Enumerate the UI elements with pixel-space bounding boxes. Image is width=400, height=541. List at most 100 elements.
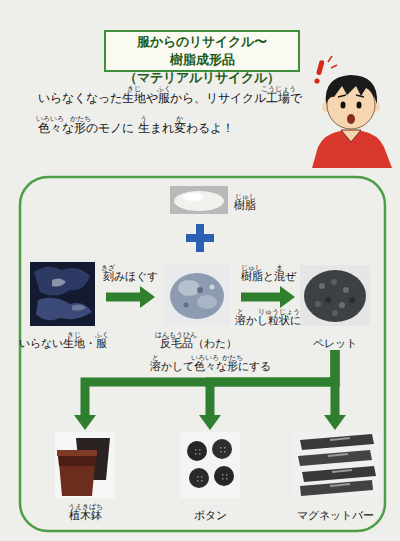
pellet-photo: [300, 265, 370, 326]
button: [187, 441, 207, 461]
arrow-head: [140, 286, 155, 308]
pot-front: [58, 452, 96, 496]
fiber-tuft: [197, 295, 217, 309]
magnet-bar: [300, 480, 373, 496]
fiber-speck: [184, 303, 189, 308]
photo-node: ペレット: [295, 263, 375, 350]
photo-bg: [165, 265, 230, 326]
furigana: うえきばち: [68, 504, 103, 511]
node-label: ペレット: [265, 337, 400, 350]
furigana: と: [237, 309, 244, 316]
fiber-photo: [165, 265, 230, 326]
photo-bg: [170, 186, 228, 214]
cloth-fold: [34, 266, 90, 295]
arrow-shaft: [85, 350, 335, 416]
title-box: 服からのリサイクル〜樹脂成形品 （マテリアルリサイクル）: [104, 30, 300, 72]
boy-shirt: [312, 131, 392, 168]
magnet-stripe: [328, 438, 352, 486]
boy-neck: [341, 130, 361, 142]
photo-bg: [292, 432, 378, 498]
pellet: [339, 302, 345, 308]
button-holes: [195, 447, 228, 482]
photo-bg: [300, 265, 370, 326]
pellet: [315, 301, 321, 307]
magnet-bar: [298, 450, 372, 466]
boy-hair: [326, 75, 377, 104]
furigana: ま: [276, 265, 283, 272]
furigana: きじ: [127, 86, 141, 93]
exclamation-bar: [316, 60, 325, 76]
magnet-bar: [302, 466, 376, 482]
button: [189, 468, 209, 488]
arrow-shaft: [106, 293, 141, 302]
pot-rim: [57, 450, 97, 456]
photo-bg: [55, 432, 115, 498]
resin-highlight: [183, 193, 203, 201]
arrow-shaft: [210, 350, 335, 416]
plus-bar: [196, 224, 204, 252]
fiber-speck: [210, 285, 215, 290]
cloth-highlight: [72, 304, 86, 310]
furigana: こうじょう: [261, 86, 296, 93]
photo-node: ボタン: [170, 430, 250, 522]
furigana: か: [176, 116, 183, 123]
furigana: じゅし: [241, 265, 262, 272]
pellet: [332, 310, 338, 316]
furigana: きざ: [101, 265, 115, 272]
process-frame: [20, 177, 385, 531]
pellet: [349, 297, 355, 303]
pellet: [319, 283, 325, 289]
furigana: ふく: [157, 86, 171, 93]
cloth-fold: [36, 298, 92, 321]
pot-photo: [55, 432, 115, 498]
arrow-shaft: [241, 293, 281, 302]
clothes-photo: [30, 262, 95, 326]
resin-photo: [170, 186, 228, 214]
furigana: はんもうひん: [155, 332, 197, 339]
button: [212, 439, 232, 459]
resin-powder: [174, 191, 224, 211]
pellet: [343, 287, 349, 293]
photo-bg: [30, 262, 95, 326]
furigana: いろいろ: [191, 355, 219, 362]
cloth-highlight: [52, 278, 66, 286]
exclamation-mark: [314, 56, 337, 84]
flow-arrow: [241, 286, 295, 308]
arrow-head: [280, 286, 295, 308]
photo-node: いらない生地・服: [20, 260, 106, 350]
flow-arrow: [74, 350, 335, 430]
exclamation-dot: [314, 78, 319, 83]
node-label: ボタン: [140, 509, 280, 522]
furigana: きじ: [67, 332, 81, 339]
button: [214, 466, 234, 486]
pellet-pile: [304, 270, 366, 322]
boy-illustration: [312, 75, 392, 168]
furigana: かたち: [70, 116, 91, 123]
arrow-head: [324, 415, 346, 430]
pot-shadow: [58, 456, 96, 466]
button-photo: [180, 432, 240, 498]
arrow-shaft: [331, 350, 340, 416]
pellet: [331, 279, 337, 285]
flow-arrow: [106, 286, 155, 308]
plus-sign: [186, 224, 214, 252]
fiber-speck: [197, 287, 203, 293]
pellet: [325, 297, 331, 303]
furigana: りゅうじょう: [258, 309, 300, 316]
furigana: じゅし: [235, 194, 256, 201]
magnet-bar: [300, 434, 374, 450]
photo-bg: [180, 432, 240, 498]
boy-eye: [341, 102, 346, 109]
furigana: と: [152, 355, 159, 362]
flow-arrow: [324, 350, 346, 430]
boy-eye: [357, 102, 362, 109]
magnet-photo: [292, 432, 378, 498]
furigana: ふく: [95, 332, 109, 339]
node-label: 反毛品（わた）: [125, 337, 271, 350]
furigana: う: [140, 116, 147, 123]
furigana: かたち: [222, 355, 243, 362]
arrow-head: [199, 415, 221, 430]
boy-mouth: [347, 114, 355, 124]
